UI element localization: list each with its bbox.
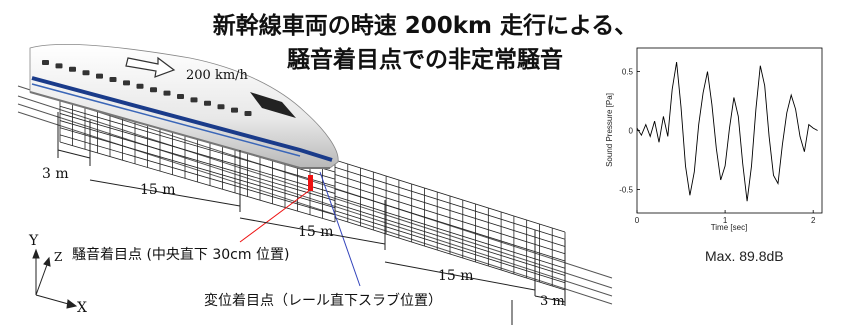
dim-15m-c: 15 m — [438, 268, 474, 284]
shinkansen-train — [29, 43, 339, 169]
dim-15m-a: 15 m — [140, 182, 176, 198]
direction-arrow — [125, 56, 176, 78]
y-tick-label: -0.5 — [619, 185, 633, 194]
speed-label: 200 km/h — [186, 68, 248, 83]
x-tick-label: 0 — [635, 216, 640, 225]
page-title-line1: 新幹線車両の時速 200km 走行による、 — [212, 13, 638, 39]
displacement-point-label: 変位着目点（レール直下スラブ位置） — [204, 293, 442, 309]
sound-pressure-series-line — [636, 62, 818, 202]
dimension-lines — [57, 112, 566, 325]
chart-xlabel: Time [sec] — [711, 223, 748, 232]
displacement-point-pointer — [319, 171, 361, 287]
max-level-annotation: Max. 89.8dB — [705, 248, 784, 264]
dim-3m-left: 3 m — [42, 166, 69, 182]
y-tick-label: 0 — [629, 127, 634, 136]
chart-ylabel: Sound Pressure [Pa] — [605, 93, 614, 167]
noise-point-marker — [239, 175, 313, 243]
dim-3m-right: 3 m — [540, 294, 565, 309]
slab-mesh-right — [334, 159, 566, 291]
x-tick-label: 1 — [723, 216, 728, 225]
noise-point-label: 騒音着目点 (中央直下 30cm 位置) — [72, 247, 290, 263]
dim-15m-b: 15 m — [298, 224, 334, 240]
y-tick-label: 0.5 — [622, 68, 634, 77]
page-title-line2: 騒音着目点での非定常騒音 — [287, 47, 563, 73]
axis-y-label: Y — [29, 233, 39, 249]
axis-triad — [32, 248, 78, 309]
axis-x-label: X — [77, 300, 87, 316]
sound-pressure-chart: 0 1 2 0.5 0 -0.5 Sound Pressure [Pa] Time [se… — [605, 47, 823, 232]
x-tick-label: 2 — [811, 216, 816, 225]
axis-z-label: Z — [54, 250, 63, 264]
